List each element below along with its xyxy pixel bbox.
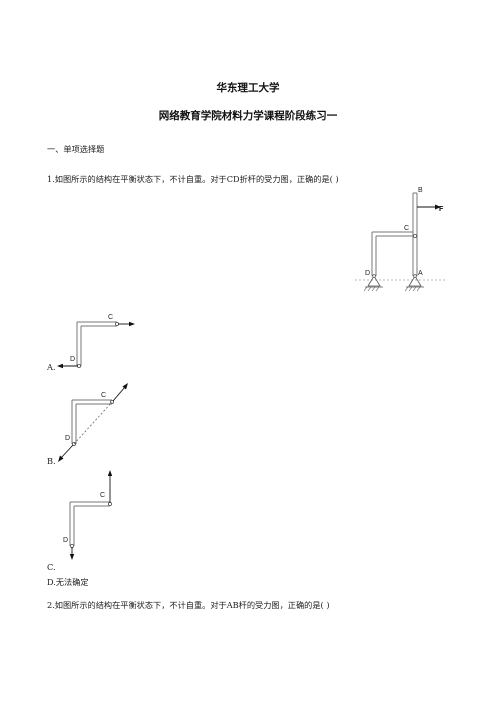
course-title: 网络教育学院材料力学课程阶段练习一 [158, 110, 338, 122]
question-2-text: 2.如图所示的结构在平衡状态下，不计自重。对于AB杆的受力图，正确的是( ) [47, 600, 330, 610]
opt-b-label-d: D [65, 435, 70, 442]
option-a-figure: C D [57, 314, 135, 369]
question-1-text: 1.如图所示的结构在平衡状态下，不计自重。对于CD折杆的受力图，正确的是( ) [47, 174, 339, 184]
label-a: A [418, 270, 423, 277]
option-a[interactable]: A. [47, 362, 56, 372]
opt-a-label-d: D [70, 356, 75, 363]
opt-c-label-c: C [100, 492, 105, 499]
option-c-figure: C D [63, 470, 113, 560]
opt-c-label-d: D [63, 537, 68, 544]
university-title: 华东理工大学 [216, 82, 280, 94]
label-b: B [418, 187, 423, 194]
option-c[interactable]: C. [47, 562, 56, 572]
section-heading: 一、单项选择题 [47, 144, 105, 154]
opt-a-label-c: C [108, 314, 113, 321]
structure-figure: B F C D A [355, 187, 445, 292]
label-f: F [439, 206, 444, 213]
option-b[interactable]: B. [47, 456, 56, 466]
option-b-figure: C D [58, 383, 128, 462]
opt-b-label-c: C [101, 392, 106, 399]
option-d[interactable]: D.无法确定 [47, 577, 89, 587]
label-d: D [365, 270, 370, 277]
label-c: C [404, 225, 409, 232]
